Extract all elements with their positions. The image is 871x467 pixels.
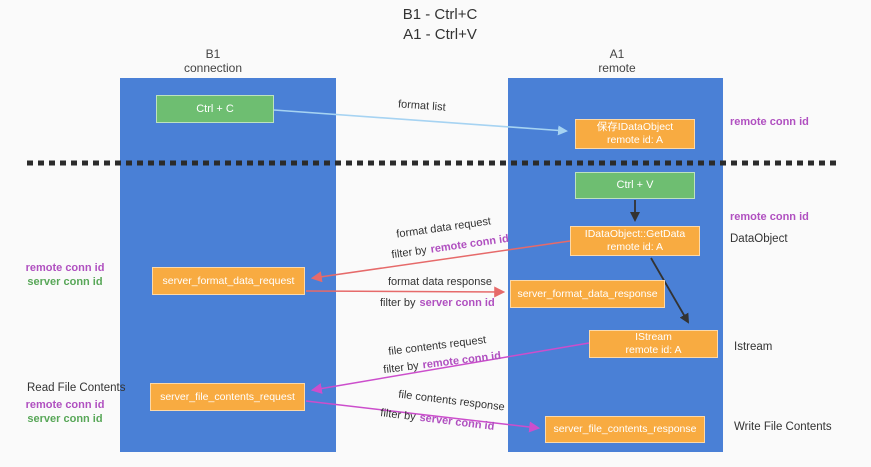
box-server-file-contents-request: server_file_contents_request [150, 383, 305, 411]
server-file-contents-request-label: server_file_contents_request [160, 390, 295, 403]
remote-conn-id-accent: remote conn id [429, 232, 510, 256]
label-file-contents-response: file contents response [397, 388, 506, 414]
server-conn-id-accent: server conn id [418, 411, 495, 433]
server-format-data-response-label: server_format_data_response [517, 287, 658, 300]
side-label-istream: Istream [734, 341, 773, 353]
left-remote-conn-id-1: remote conn id [25, 262, 105, 274]
side-label-write-file-contents: Write File Contents [734, 421, 832, 433]
getdata-line2: remote id: A [606, 241, 664, 253]
box-istream: IStream remote id: A [589, 330, 718, 358]
box-server-format-data-response: server_format_data_response [510, 280, 665, 308]
lifeline-a1-role: remote [598, 61, 636, 75]
filter-by-text: filter by [380, 297, 416, 309]
server-conn-id-accent: server conn id [419, 297, 495, 309]
box-idataobject-getdata: IDataObject::GetData remote id: A [570, 226, 700, 256]
filter-by-text: filter by [382, 359, 420, 377]
side-label-conn-ids-format: remote conn id server conn id [15, 261, 115, 289]
label-format-list: format list [397, 98, 447, 114]
title-line-2: A1 - Ctrl+V [403, 26, 477, 43]
side-label-dataobject: DataObject [730, 233, 788, 245]
label-format-data-response: format data response [388, 276, 492, 288]
title-line-1: B1 - Ctrl+C [402, 6, 478, 23]
label-filter-by-server-conn-id-1: filter by server conn id [380, 297, 495, 309]
box-server-format-data-request: server_format_data_request [152, 267, 305, 295]
box-ctrl-c: Ctrl + C [156, 95, 274, 123]
box-save-idataobject: 保存IDataObject remote id: A [575, 119, 695, 149]
istream-line2: remote id: A [625, 344, 682, 356]
istream-line1: IStream [635, 331, 672, 343]
getdata-line1: IDataObject::GetData [584, 228, 686, 240]
ctrl-v-label: Ctrl + V [616, 179, 654, 191]
save-idataobject-line1: 保存IDataObject [596, 121, 674, 133]
lifeline-a1-name: A1 [609, 47, 625, 61]
filter-by-text: filter by [379, 407, 417, 424]
save-idataobject-line2: remote id: A [606, 134, 664, 146]
lifeline-header-b1: B1 connection [153, 47, 273, 75]
left-server-conn-id-2: server conn id [27, 413, 103, 425]
filter-by-text: filter by [390, 244, 428, 262]
side-label-remote-conn-id-top: remote conn id [730, 116, 809, 128]
side-label-read-file-contents: Read File Contents [27, 382, 126, 394]
lifeline-b1-name: B1 [205, 47, 221, 61]
ctrl-c-label: Ctrl + C [196, 102, 234, 115]
side-label-conn-ids-file: remote conn id server conn id [15, 398, 115, 426]
remote-conn-id-accent: remote conn id [421, 349, 502, 372]
left-remote-conn-id-2: remote conn id [25, 399, 105, 411]
label-filter-by-server-conn-id-2: filter by server conn id [380, 407, 495, 433]
left-server-conn-id-1: server conn id [27, 276, 103, 288]
lifeline-header-a1: A1 remote [557, 47, 677, 75]
diagram-title: B1 - Ctrl+C A1 - Ctrl+V [340, 5, 540, 45]
box-ctrl-v: Ctrl + V [575, 172, 695, 199]
box-server-file-contents-response: server_file_contents_response [545, 416, 705, 443]
lifeline-b1-role: connection [183, 61, 243, 75]
server-format-data-request-label: server_format_data_request [162, 274, 295, 287]
side-label-remote-conn-id-mid: remote conn id [730, 211, 809, 223]
server-file-contents-response-label: server_file_contents_response [553, 423, 697, 435]
